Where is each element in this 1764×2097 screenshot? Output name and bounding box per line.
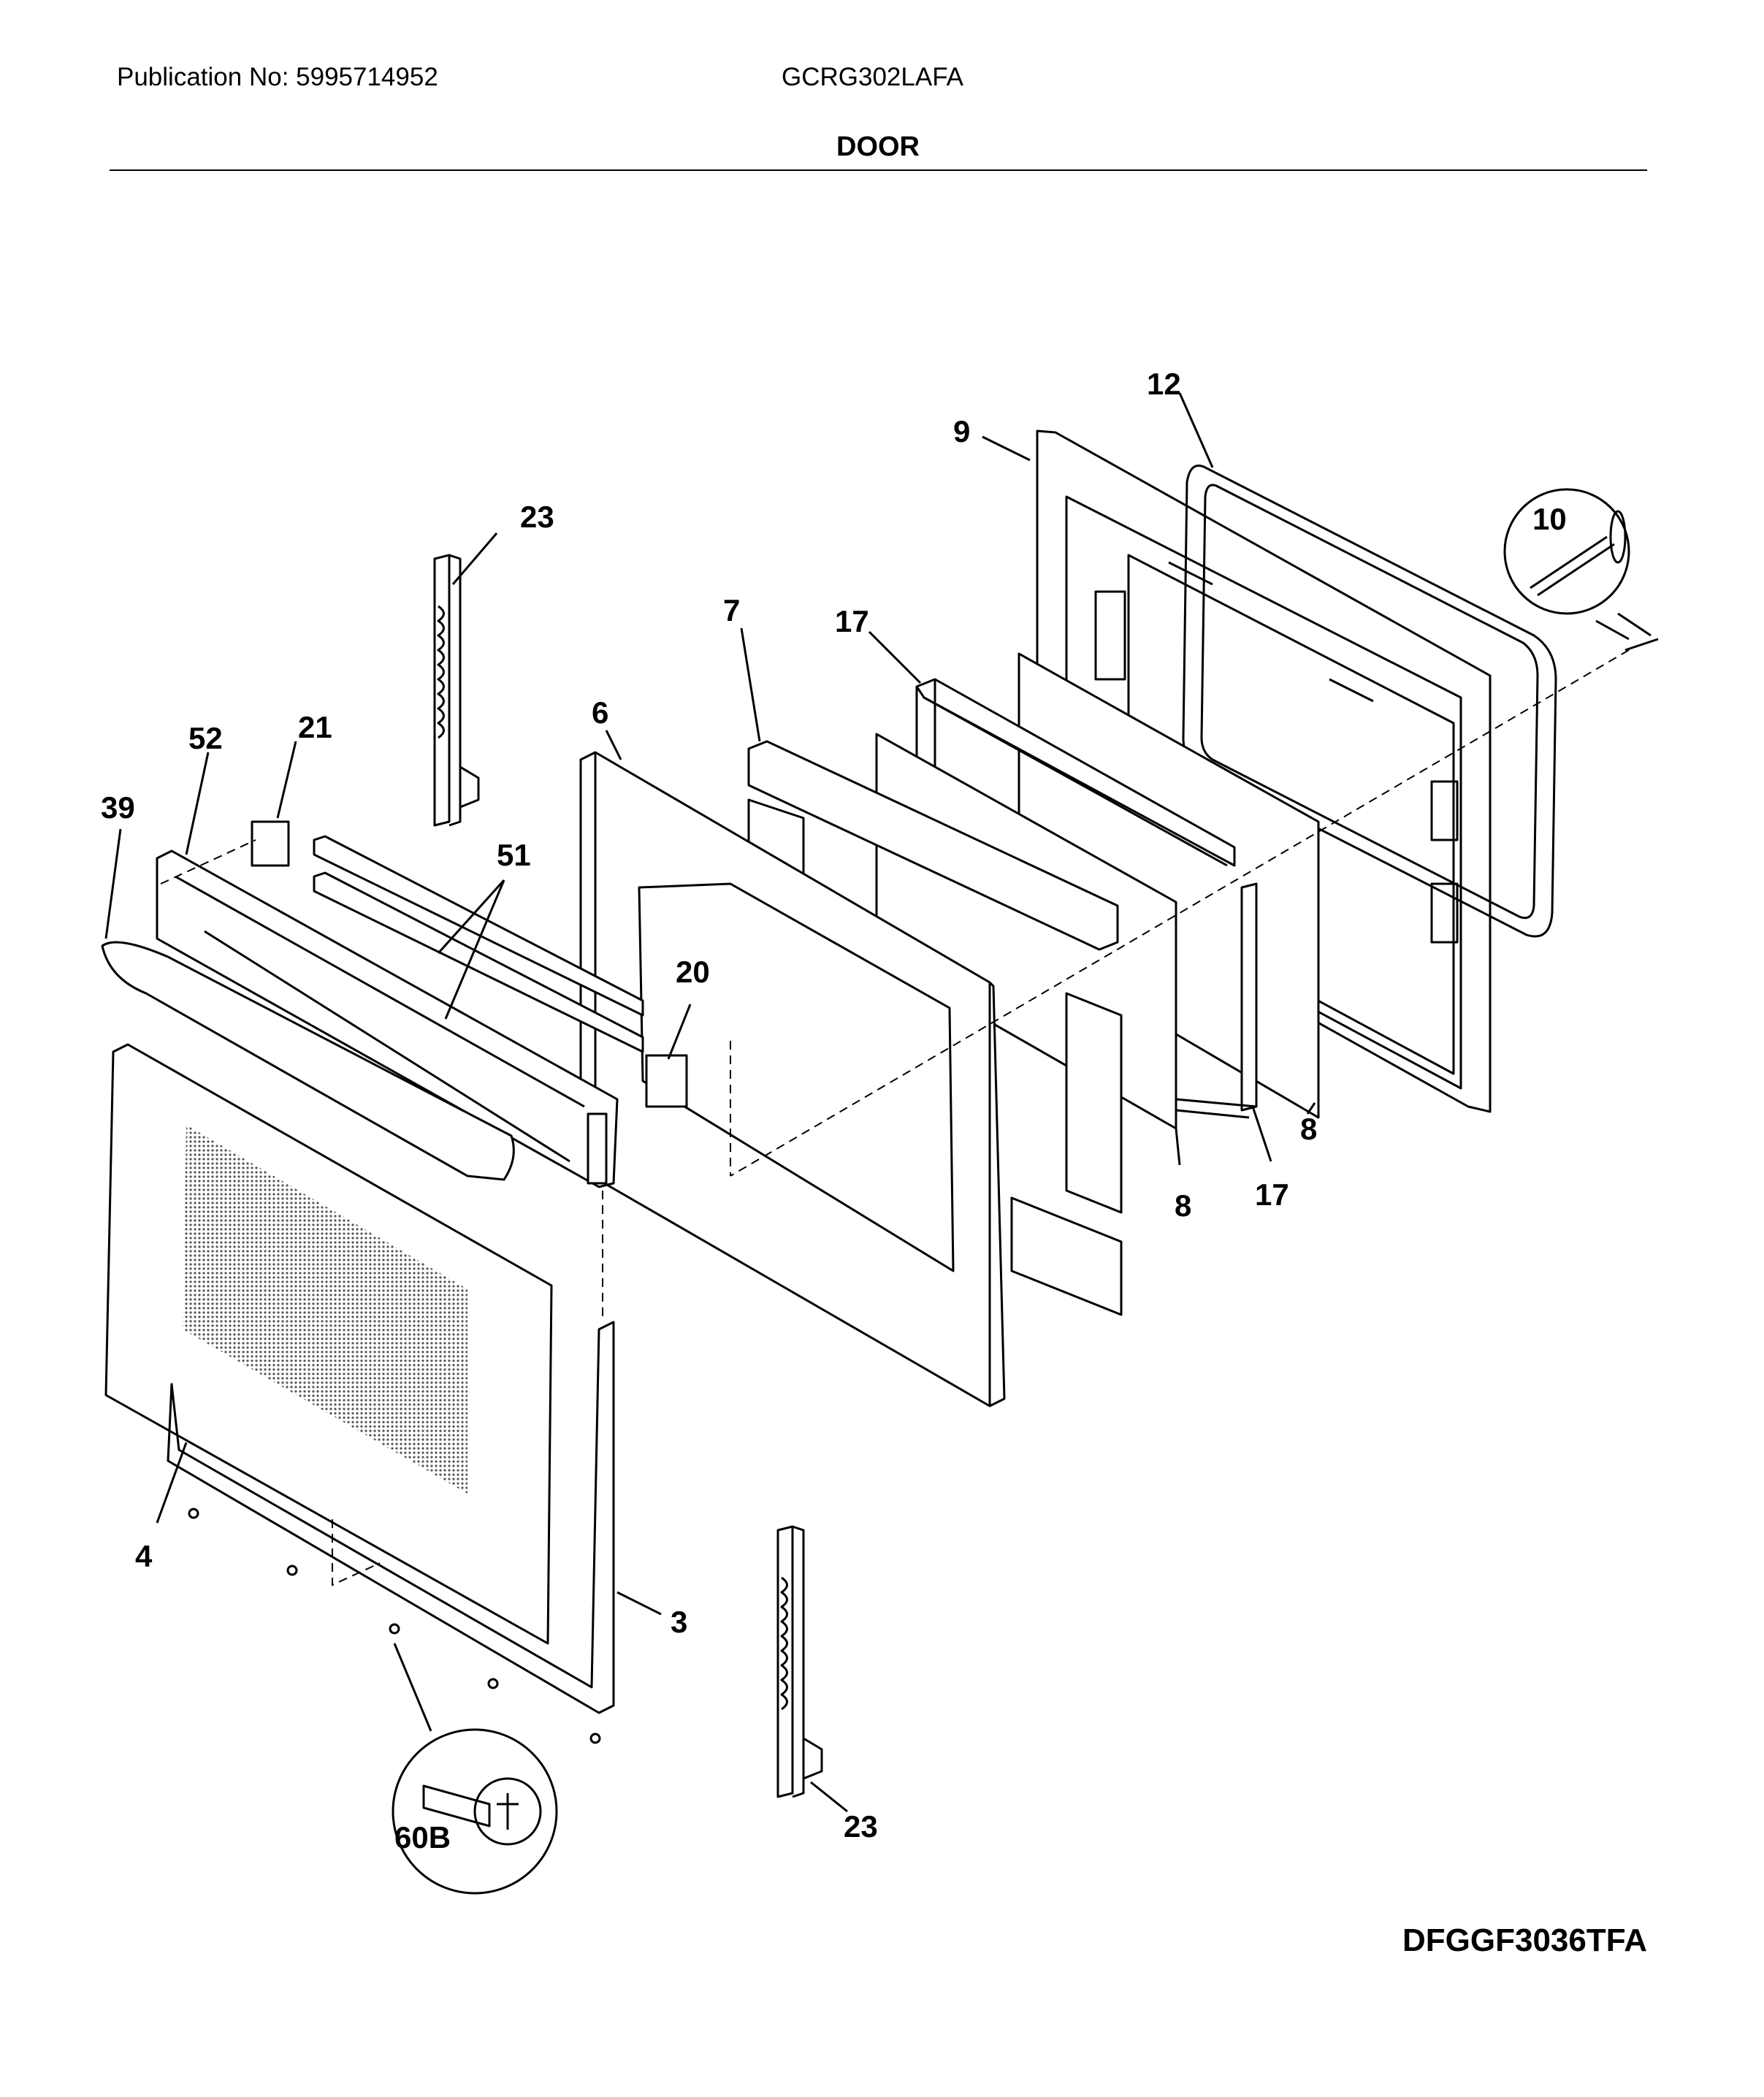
callout-39: 39: [101, 790, 135, 825]
callout-20: 20: [676, 955, 710, 989]
callout-10: 10: [1532, 502, 1567, 536]
publication-number: Publication No: 5995714952: [117, 63, 438, 91]
section-title: DOOR: [836, 131, 920, 162]
diagram-code: DFGGF3036TFA: [1402, 1922, 1647, 1958]
model-number: GCRG302LAFA: [782, 63, 963, 91]
callout-12: 12: [1147, 367, 1181, 401]
callout-23-upper: 23: [520, 500, 554, 534]
end-cap-right: [645, 1054, 688, 1108]
door-hinge-upper: [433, 554, 480, 827]
callout-7: 7: [723, 593, 740, 627]
callout-51: 51: [497, 838, 531, 872]
callout-60b: 60B: [394, 1820, 451, 1855]
door-gasket: [1182, 465, 1557, 938]
screw-detail-bubble: [1503, 488, 1659, 652]
door-screws: [188, 1508, 601, 1744]
callout-52: 52: [188, 721, 223, 755]
door-vent-panel: [156, 849, 619, 1188]
callout-9: 9: [953, 414, 970, 448]
callout-23-lower: 23: [844, 1809, 878, 1844]
callout-6: 6: [592, 695, 608, 730]
callout-17-lower: 17: [1255, 1177, 1289, 1212]
callout-4: 4: [135, 1539, 153, 1573]
callout-21: 21: [298, 710, 332, 744]
alignment-lines: [160, 649, 1630, 1586]
glass-bracket-lower: [1175, 882, 1258, 1119]
end-cap-left: [251, 820, 290, 867]
callout-3: 3: [671, 1605, 687, 1639]
outer-door-panel: [104, 1043, 615, 1714]
callout-17-upper: 17: [835, 604, 869, 638]
door-hinge-lower: [776, 1525, 823, 1798]
vent-trim-strips: [313, 835, 644, 1053]
screw-detail-bubble-60b: [392, 1728, 558, 1895]
door-handle: [101, 941, 515, 1181]
header-divider: [110, 169, 1647, 171]
callout-8-rear: 8: [1300, 1112, 1317, 1146]
leader-lines: [104, 392, 1630, 1813]
callout-8-front: 8: [1175, 1188, 1191, 1223]
